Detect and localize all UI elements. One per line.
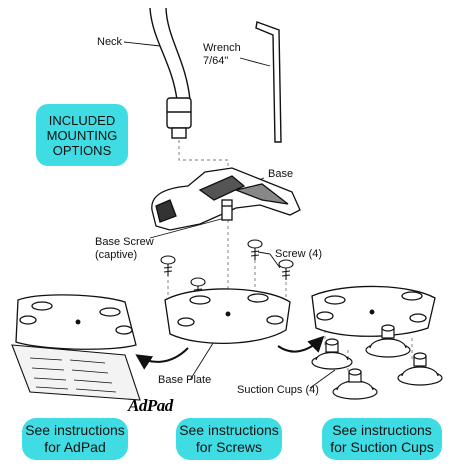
- suction-cup-2: [365, 324, 411, 358]
- wrench-label-line2: 7/64": [203, 55, 229, 67]
- base-label: Base: [268, 168, 294, 180]
- base-screw-label: Base Screw (captive): [95, 236, 154, 262]
- arrow-to-adpad: [135, 347, 189, 370]
- suction-cups-instructions-line1: See instructions: [332, 422, 432, 438]
- suction-plate: [311, 285, 436, 337]
- base-plate: [164, 288, 291, 344]
- adpad-instructions-line2: for AdPad: [44, 439, 106, 455]
- included-options-box: INCLUDED MOUNTING OPTIONS: [36, 104, 128, 166]
- adpad-logo: AdPad: [128, 396, 173, 415]
- suction-cup-1: [311, 338, 353, 370]
- included-line1: INCLUDED: [48, 112, 116, 128]
- suction-cups-instructions-line2: for Suction Cups: [330, 439, 434, 455]
- suction-cups-label: Suction Cups (4): [237, 384, 319, 396]
- curved-arrows: [135, 335, 325, 370]
- base-screw-label-line2: (captive): [95, 249, 138, 261]
- wrench-label: Wrench 7/64": [203, 42, 241, 68]
- base-part: [151, 167, 301, 231]
- suction-cup-4: [397, 352, 443, 386]
- included-line2: MOUNTING: [46, 127, 118, 143]
- suction-cup-3: [332, 368, 378, 400]
- suction-cups: [311, 324, 443, 400]
- wrench-part: [255, 21, 282, 143]
- neck-part: [149, 7, 192, 139]
- adpad-sheets: [11, 344, 141, 401]
- arrow-to-suction: [277, 335, 325, 353]
- screws-instructions-line2: for Screws: [195, 439, 263, 455]
- adpad-instructions-line1: See instructions: [25, 422, 125, 438]
- suction-cups-instructions-link[interactable]: See instructions for Suction Cups: [322, 418, 442, 460]
- screws-instructions-line1: See instructions: [179, 422, 279, 438]
- neck-label: Neck: [97, 36, 123, 48]
- base-screw-label-line1: Base Screw: [95, 236, 154, 248]
- screw-label: Screw (4): [275, 248, 323, 260]
- adpad-instructions-link[interactable]: See instructions for AdPad: [22, 418, 128, 460]
- leader-lines: [123, 41, 336, 389]
- adpad-plate: [15, 294, 137, 350]
- included-line3: OPTIONS: [52, 142, 112, 158]
- base-plate-label: Base Plate: [158, 374, 212, 386]
- wrench-label-line1: Wrench: [203, 42, 241, 54]
- screw-4: [278, 259, 294, 280]
- screw-3: [247, 239, 263, 260]
- screws-instructions-link[interactable]: See instructions for Screws: [176, 418, 282, 460]
- screw-1: [160, 255, 176, 276]
